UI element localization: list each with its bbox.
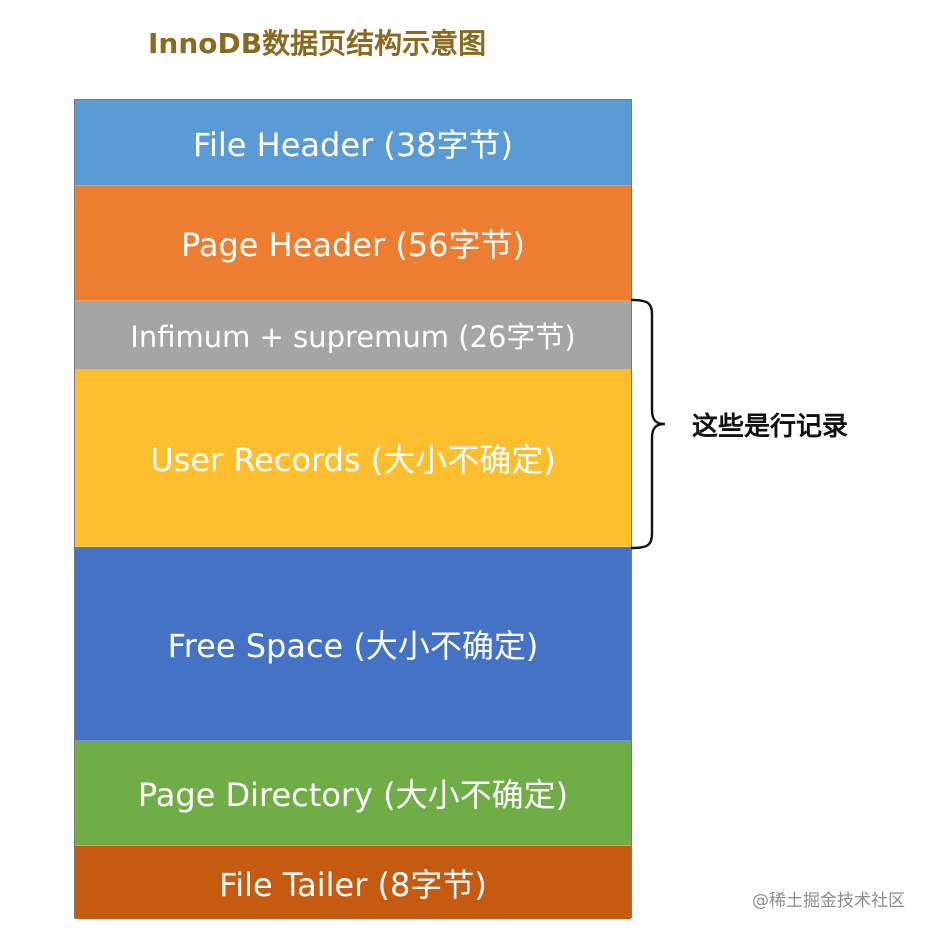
- row-records-brace: [630, 298, 666, 550]
- file-header-block: File Header (38字节): [75, 100, 631, 186]
- free-space-block: Free Space (大小不确定): [75, 547, 631, 741]
- infimum-supremum-block: Infimum + supremum (26字节): [75, 301, 631, 370]
- page-structure-stack: File Header (38字节) Page Header (56字节) In…: [74, 99, 632, 919]
- watermark: @稀土掘金技术社区: [752, 891, 905, 911]
- diagram-title: InnoDB数据页结构示意图: [148, 27, 487, 60]
- user-records-block: User Records (大小不确定): [75, 370, 631, 547]
- page-directory-block: Page Directory (大小不确定): [75, 741, 631, 846]
- file-tailer-block: File Tailer (8字节): [75, 846, 631, 919]
- page-header-block: Page Header (56字节): [75, 186, 631, 301]
- row-records-label: 这些是行记录: [692, 412, 849, 442]
